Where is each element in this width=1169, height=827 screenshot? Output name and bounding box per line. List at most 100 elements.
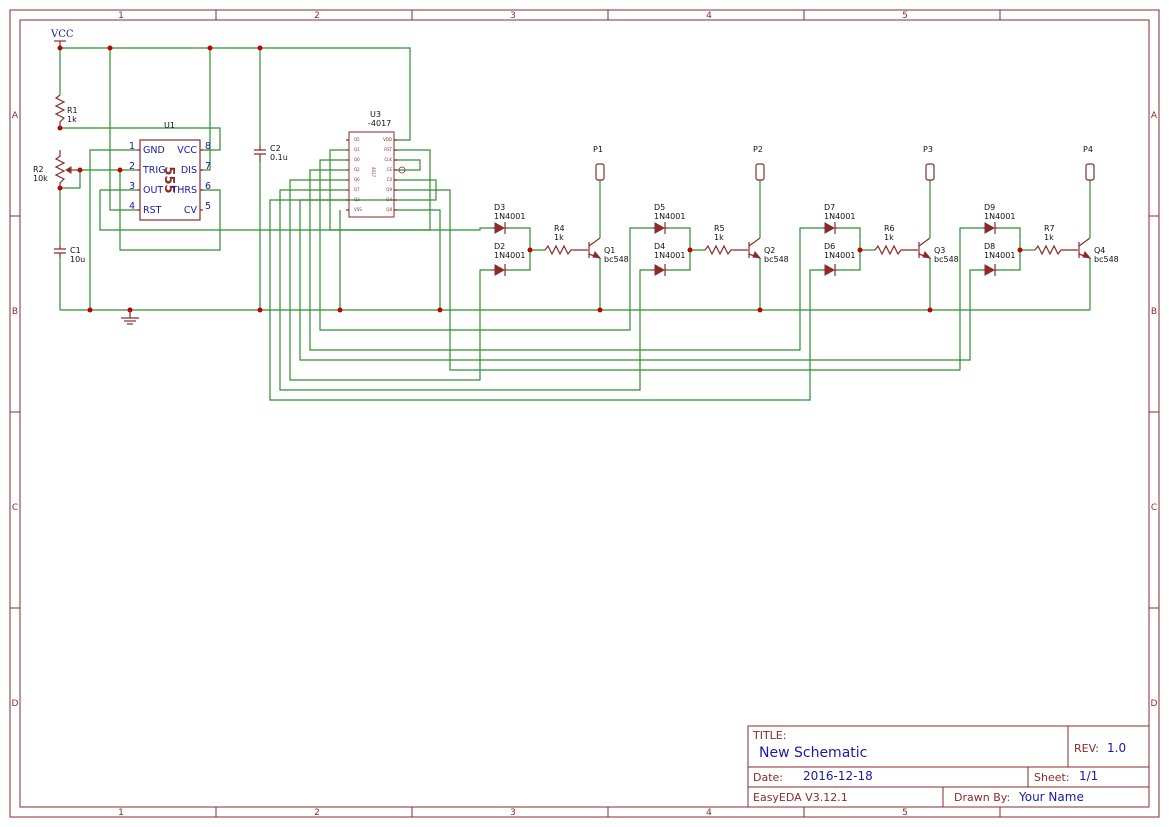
u1-pin-name: CV	[184, 205, 198, 216]
diode-ref: D8	[984, 242, 995, 251]
u3-ref: U3	[370, 110, 381, 119]
frame-row-label-left: B	[12, 307, 18, 317]
resistor-value: 1k	[1044, 233, 1054, 242]
frame-col-label-top: 3	[510, 11, 516, 21]
connector-ref: P2	[753, 145, 763, 154]
transistor-value: bc548	[764, 255, 789, 264]
transistor-ref: Q3	[934, 246, 945, 255]
diode-value: 1N4001	[494, 251, 525, 260]
resistor-ref: R5	[714, 224, 725, 233]
u3-pin-name: Q0	[354, 157, 360, 162]
c1-value: 10u	[70, 255, 85, 264]
capacitor-c2: C2 0.1u	[254, 144, 288, 162]
resistor-ref: R4	[554, 224, 565, 233]
resistor-value: 1k	[554, 233, 564, 242]
u3-pin-name: Q5	[354, 137, 360, 142]
frame-col-label-bottom: 2	[314, 808, 320, 818]
u3-pin-name: VSS	[354, 207, 362, 212]
u1-pin-num: 4	[129, 201, 135, 212]
u3-pin-name: Q4	[386, 197, 392, 202]
u3-pin-name: C0	[387, 177, 393, 182]
driver-stage-2: D5 1N4001 D4 1N4001 R5 1k Q2 bc548 P2	[653, 145, 789, 276]
u1-pin-name: DIS	[181, 165, 197, 176]
c2-value: 0.1u	[270, 153, 288, 162]
connector-ref: P3	[923, 145, 933, 154]
u1-pin-name: VCC	[177, 145, 197, 156]
frame-row-label-right: A	[1151, 111, 1158, 121]
resistor-ref: R6	[884, 224, 895, 233]
ic-u3-4017: U3 -4017 4017 Q5 Q1 Q0 Q2 Q6 Q7 Q3 VSS V…	[346, 110, 406, 218]
diode-value: 1N4001	[984, 251, 1015, 260]
u3-pin-name: Q3	[354, 197, 360, 202]
u1-pin-name: THRS	[170, 185, 197, 196]
diode-ref: D5	[654, 203, 665, 212]
diode-ref: D6	[824, 242, 835, 251]
u1-pin-num: 8	[205, 141, 211, 152]
u1-pin-num: 5	[205, 201, 211, 212]
u3-pin-name: Q1	[354, 147, 360, 152]
u1-pin-num: 2	[129, 161, 135, 172]
transistor-ref: Q2	[764, 246, 775, 255]
drawing-frame: 1 2 3 4 5 1 2 3 4 5 A B C D A B C D	[9, 9, 1160, 818]
frame-col-label-bottom: 4	[706, 808, 712, 818]
sheet-label: Sheet:	[1034, 771, 1070, 784]
u1-pin-num: 7	[205, 161, 211, 172]
drawn-by-label: Drawn By:	[954, 791, 1010, 804]
c2-ref: C2	[270, 144, 281, 153]
frame-col-label-bottom: 5	[902, 808, 908, 818]
diode-ref: D3	[494, 203, 505, 212]
u3-part-name: 4017	[371, 167, 376, 178]
transistor-value: bc548	[1094, 255, 1119, 264]
u3-pin-name: Q9	[386, 187, 392, 192]
sheet-value: 1/1	[1079, 769, 1098, 783]
transistor-ref: Q1	[604, 246, 615, 255]
transistor-value: bc548	[934, 255, 959, 264]
frame-row-label-left: C	[12, 503, 18, 513]
connector-ref: P1	[593, 145, 603, 154]
date-value: 2016-12-18	[803, 769, 873, 783]
u1-pin-num: 6	[205, 181, 211, 192]
frame-col-label-bottom: 3	[510, 808, 516, 818]
u1-pin-num: 1	[129, 141, 135, 152]
frame-row-label-right: B	[1151, 307, 1157, 317]
diode-value: 1N4001	[824, 251, 855, 260]
diode-ref: D7	[824, 203, 835, 212]
u1-part-name: 555	[161, 166, 176, 193]
u1-pin-name: GND	[143, 145, 165, 156]
u1-ref: U1	[164, 121, 175, 130]
driver-stage-1: D3 1N4001 D2 1N4001 R4 1k Q1 bc548 P1	[493, 145, 629, 276]
title-label: TITLE:	[752, 729, 786, 742]
junction-dots	[57, 45, 1023, 313]
resistor-ref: R7	[1044, 224, 1055, 233]
drawn-by-value: Your Name	[1018, 790, 1084, 804]
diode-value: 1N4001	[824, 212, 855, 221]
frame-col-label-top: 2	[314, 11, 320, 21]
date-label: Date:	[753, 771, 783, 784]
driver-stage-4: D9 1N4001 D8 1N4001 R7 1k Q4 bc548 P4	[983, 145, 1119, 276]
resistor-value: 1k	[714, 233, 724, 242]
u3-pin-name: VDD	[383, 137, 392, 142]
r2-ref: R2	[33, 165, 44, 174]
u3-pin-name: Q6	[354, 177, 360, 182]
potentiometer-r2: R2 10k	[33, 150, 80, 188]
r1-ref: R1	[67, 106, 78, 115]
frame-col-label-top: 1	[118, 11, 124, 21]
diode-value: 1N4001	[494, 212, 525, 221]
diode-ref: D4	[654, 242, 665, 251]
frame-row-label-right: D	[1151, 699, 1158, 709]
diode-value: 1N4001	[984, 212, 1015, 221]
u3-pin-name: RST	[384, 147, 392, 152]
ic-u1-555: U1 555 1 2 3 4 GND TRIG OUT RST 8 7 6 5 …	[129, 121, 211, 221]
c1-ref: C1	[70, 246, 81, 255]
u3-pin-name: CE	[387, 167, 393, 172]
rev-value: 1.0	[1107, 741, 1126, 755]
r1-value: 1k	[67, 115, 77, 124]
u1-pin-name: TRIG	[142, 165, 166, 176]
resistor-value: 1k	[884, 233, 894, 242]
diode-ref: D9	[984, 203, 995, 212]
diode-value: 1N4001	[654, 212, 685, 221]
driver-stage-3: D7 1N4001 D6 1N4001 R6 1k Q3 bc548 P3	[823, 145, 959, 276]
vcc-label: VCC	[50, 29, 74, 40]
u3-value: -4017	[368, 119, 391, 128]
